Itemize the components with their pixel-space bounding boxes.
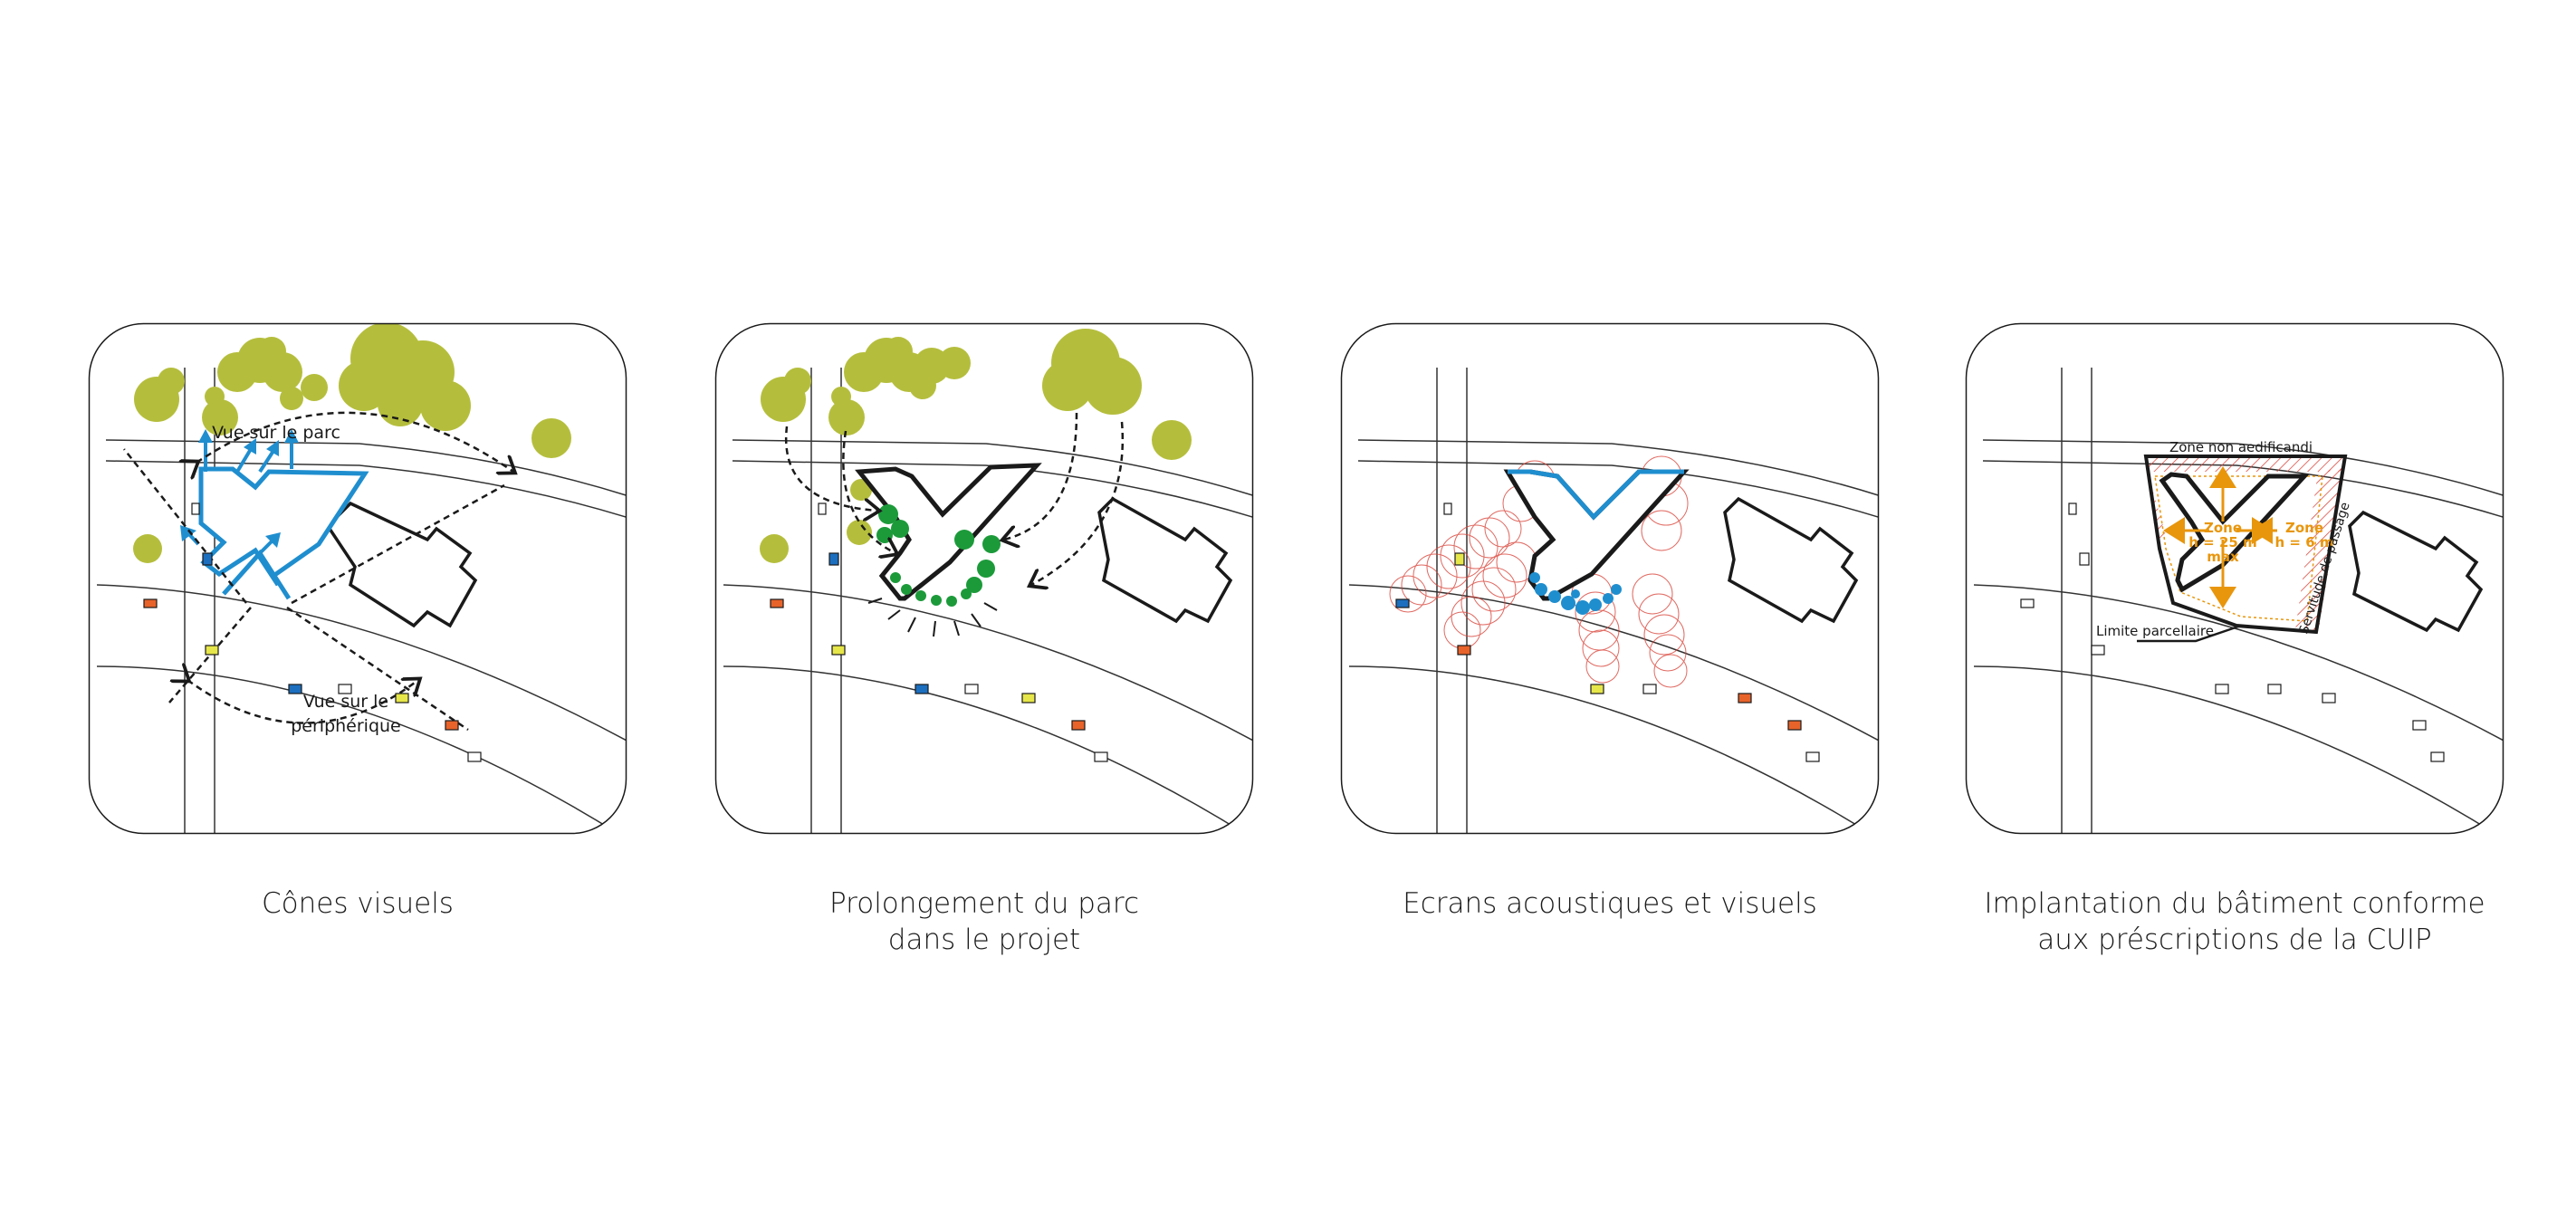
- radial-ticks: [867, 598, 998, 637]
- label-zone-1-max: max: [2207, 549, 2239, 565]
- tree-cluster: [760, 329, 1192, 563]
- neighbour-building: [1723, 496, 1859, 624]
- view-cones: [123, 411, 513, 732]
- diagram-implantation-cuip: Zone non aedificandi Zone h = 25 m max Z…: [1965, 322, 2504, 835]
- caption-line: Ecrans acoustiques et visuels: [1403, 887, 1817, 920]
- caption-ecrans-acoustiques: Ecrans acoustiques et visuels: [1302, 885, 1918, 922]
- diagram-cones-visuels: Vue sur le parc Vue sur le périphérique: [88, 322, 627, 835]
- zone-arrows: [2163, 466, 2277, 608]
- label-zone-2: Zone: [2285, 520, 2323, 536]
- label-zone-1: Zone: [2204, 520, 2242, 536]
- neighbour-building: [1097, 496, 1233, 624]
- label-zone-2-height: h = 6 m: [2275, 534, 2334, 550]
- panel-ecrans-acoustiques: [1340, 322, 1880, 835]
- building-x: [855, 463, 1042, 601]
- neighbour-building: [2348, 510, 2484, 633]
- cars: [2020, 502, 2445, 762]
- label-zone-non-aedificandi: Zone non aedificandi: [2169, 439, 2313, 455]
- caption-line: Cônes visuels: [262, 887, 454, 920]
- caption-line: dans le projet: [887, 924, 1081, 956]
- panel-frame: [714, 322, 1254, 835]
- zone-boundary: [2154, 475, 2323, 622]
- panel-cones-visuels: Vue sur le parc Vue sur le périphérique: [88, 322, 627, 835]
- plot-boundary: [2143, 455, 2348, 635]
- label-zone-1-height: h = 25 m: [2188, 534, 2256, 550]
- road-lines: [723, 368, 1253, 834]
- building-x: [198, 466, 369, 600]
- cars: [143, 502, 482, 762]
- acoustic-screen-circles: [1389, 455, 1689, 688]
- label-limite-parcellaire: Limite parcellaire: [2096, 623, 2214, 639]
- caption-cones-visuels: Cônes visuels: [50, 885, 666, 922]
- caption-prolongement-parc: Prolongement du parc dans le projet: [676, 885, 1292, 958]
- road-lines: [1348, 368, 1879, 834]
- park-extension-arrows: [784, 412, 1125, 585]
- label-view-ring-2: périphérique: [291, 716, 401, 736]
- diagram-ecrans-acoustiques: [1340, 322, 1880, 835]
- leader-limite: [2137, 624, 2242, 643]
- cars: [770, 502, 1108, 762]
- label-view-park: Vue sur le parc: [212, 423, 340, 443]
- panel-frame: [88, 322, 627, 835]
- green-trees: [876, 504, 1001, 607]
- tree-cluster: [133, 323, 571, 563]
- caption-line: Prolongement du parc: [829, 887, 1139, 920]
- label-view-ring-1: Vue sur le: [303, 692, 388, 712]
- panel-frame: [1965, 322, 2504, 835]
- panel-frame: [1340, 322, 1880, 835]
- road-lines: [1973, 368, 2504, 834]
- caption-line: Implantation du bâtiment conforme: [1984, 887, 2485, 920]
- cars: [1395, 502, 1820, 762]
- panel-prolongement-parc: [714, 322, 1254, 835]
- blue-screen-dots: [1529, 572, 1622, 615]
- panel-implantation-cuip: Zone non aedificandi Zone h = 25 m max Z…: [1965, 322, 2504, 835]
- neighbour-building: [325, 501, 478, 628]
- caption-line: aux préscriptions de la CUIP: [2037, 924, 2432, 956]
- caption-implantation-cuip: Implantation du bâtiment conforme aux pr…: [1927, 885, 2542, 958]
- diagram-prolongement-parc: [714, 322, 1254, 835]
- building-x: [2159, 472, 2310, 593]
